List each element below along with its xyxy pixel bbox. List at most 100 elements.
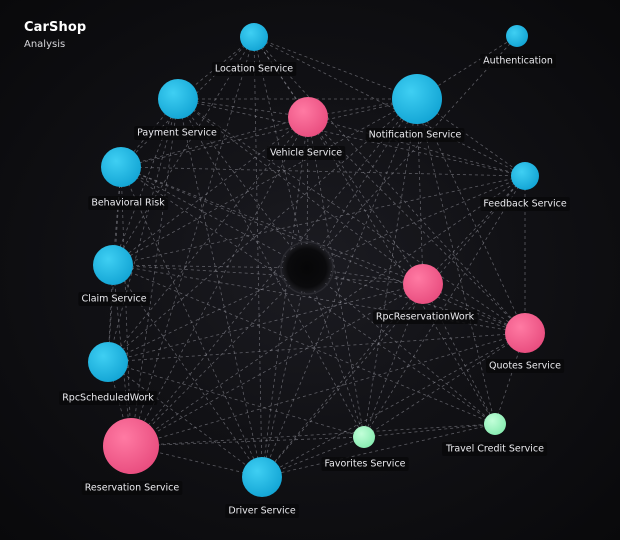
edge-reservation-driver: [130, 445, 263, 478]
edge-vehicle-driver: [261, 116, 309, 478]
edge-payment-quotes: [177, 98, 526, 334]
node-label-behavioral: Behavioral Risk: [91, 198, 165, 209]
edge-feedback-reservation: [130, 175, 526, 447]
app-subtitle: Analysis: [24, 39, 66, 50]
edge-rpcreservation-favorites: [363, 283, 424, 438]
node-label-bg-quotes: [486, 359, 565, 373]
edge-rpcscheduled-driver: [107, 361, 263, 478]
node-feedback[interactable]: Feedback Service: [480, 162, 570, 211]
hub-layer: [280, 241, 334, 295]
node-rpcreservation[interactable]: RpcReservationWork: [372, 264, 478, 324]
node-circle-vehicle[interactable]: [288, 97, 328, 137]
node-label-location: Location Service: [215, 64, 293, 75]
node-circle-authentication[interactable]: [506, 25, 528, 47]
edge-behavioral-driver: [120, 166, 263, 478]
node-quotes[interactable]: Quotes Service: [486, 313, 565, 373]
edge-rpcscheduled-quotes: [107, 332, 526, 363]
node-circle-payment[interactable]: [158, 79, 198, 119]
node-label-claim: Claim Service: [81, 294, 146, 305]
node-driver[interactable]: Driver Service: [225, 457, 299, 518]
node-circle-claim[interactable]: [93, 245, 133, 285]
edge-rpcreservation-reservation: [130, 283, 424, 447]
edge-notification-claim: [112, 98, 418, 266]
node-circle-travelcredit[interactable]: [484, 413, 506, 435]
node-label-travelcredit: Travel Credit Service: [445, 444, 544, 455]
node-location[interactable]: Location Service: [211, 23, 297, 76]
edge-travelcredit-driver: [261, 423, 496, 478]
node-label-vehicle: Vehicle Service: [270, 148, 342, 159]
node-rpcscheduled[interactable]: RpcScheduledWork: [59, 342, 158, 405]
edge-claim-travelcredit: [112, 264, 496, 425]
node-label-bg-payment: [134, 126, 221, 140]
node-label-bg-travelcredit: [442, 442, 548, 456]
node-label-payment: Payment Service: [137, 128, 217, 139]
node-label-bg-rpcscheduled: [59, 391, 158, 405]
edge-notification-driver: [261, 98, 418, 478]
edge-hub-notification: [306, 98, 418, 269]
node-label-quotes: Quotes Service: [489, 361, 561, 372]
edge-hub-authentication: [306, 35, 518, 269]
node-circle-rpcreservation[interactable]: [403, 264, 443, 304]
node-circle-rpcscheduled[interactable]: [88, 342, 128, 382]
edge-vehicle-rpcscheduled: [107, 116, 309, 363]
node-circle-reservation[interactable]: [103, 418, 159, 474]
edge-vehicle-claim: [112, 116, 309, 266]
edge-quotes-travelcredit: [494, 332, 526, 425]
edge-vehicle-behavioral: [120, 116, 309, 168]
edge-location-reservation: [130, 36, 255, 447]
node-circle-feedback[interactable]: [511, 162, 539, 190]
node-label-driver: Driver Service: [228, 506, 296, 517]
edge-feedback-claim: [112, 175, 526, 266]
node-behavioral[interactable]: Behavioral Risk: [88, 147, 169, 210]
edge-rpcreservation-travelcredit: [422, 283, 496, 425]
edge-behavioral-feedback: [120, 166, 526, 177]
node-favorites[interactable]: Favorites Service: [321, 426, 409, 471]
edge-location-notification: [253, 36, 418, 100]
edge-rpcscheduled-favorites: [107, 361, 365, 438]
edge-feedback-favorites: [363, 175, 526, 438]
node-circle-notification[interactable]: [392, 74, 442, 124]
node-label-feedback: Feedback Service: [483, 199, 567, 210]
edge-notification-travelcredit: [416, 98, 496, 425]
edge-hub-feedback: [306, 175, 526, 269]
edge-hub-claim: [112, 264, 308, 269]
node-payment[interactable]: Payment Service: [134, 79, 221, 140]
node-label-bg-authentication: [480, 54, 556, 68]
edge-notification-feedback: [416, 98, 526, 177]
node-reservation[interactable]: Reservation Service: [81, 418, 183, 495]
edge-hub-reservation: [130, 267, 308, 447]
edge-hub-vehicle: [306, 116, 309, 269]
node-circle-favorites[interactable]: [353, 426, 375, 448]
edge-feedback-driver: [261, 175, 526, 478]
edge-notification-behavioral: [120, 98, 418, 168]
edge-hub-quotes: [306, 267, 526, 334]
node-circle-quotes[interactable]: [505, 313, 545, 353]
node-vehicle[interactable]: Vehicle Service: [266, 97, 346, 160]
edge-payment-reservation: [130, 98, 179, 447]
node-authentication[interactable]: Authentication: [480, 25, 556, 68]
edge-location-rpcreservation: [253, 36, 424, 285]
edge-location-quotes: [253, 36, 526, 334]
node-label-bg-vehicle: [266, 146, 346, 160]
node-notification[interactable]: Notification Service: [365, 74, 465, 142]
edge-claim-rpcreservation: [112, 264, 424, 285]
node-label-reservation: Reservation Service: [85, 483, 180, 494]
node-travelcredit[interactable]: Travel Credit Service: [442, 413, 548, 456]
edge-payment-favorites: [177, 98, 365, 438]
node-claim[interactable]: Claim Service: [78, 245, 150, 306]
node-label-bg-behavioral: [88, 196, 169, 210]
edge-payment-vehicle: [177, 98, 309, 118]
edge-hub-driver: [261, 267, 308, 478]
edge-reservation-travelcredit: [130, 423, 496, 447]
node-circle-driver[interactable]: [242, 457, 282, 497]
edge-payment-driver: [177, 98, 263, 478]
node-label-bg-location: [211, 62, 297, 76]
node-circle-behavioral[interactable]: [101, 147, 141, 187]
node-circle-location[interactable]: [240, 23, 268, 51]
center-hub[interactable]: [283, 244, 331, 292]
edge-location-feedback: [253, 36, 526, 177]
node-label-notification: Notification Service: [369, 130, 462, 141]
node-label-bg-rpcreservation: [372, 310, 478, 324]
